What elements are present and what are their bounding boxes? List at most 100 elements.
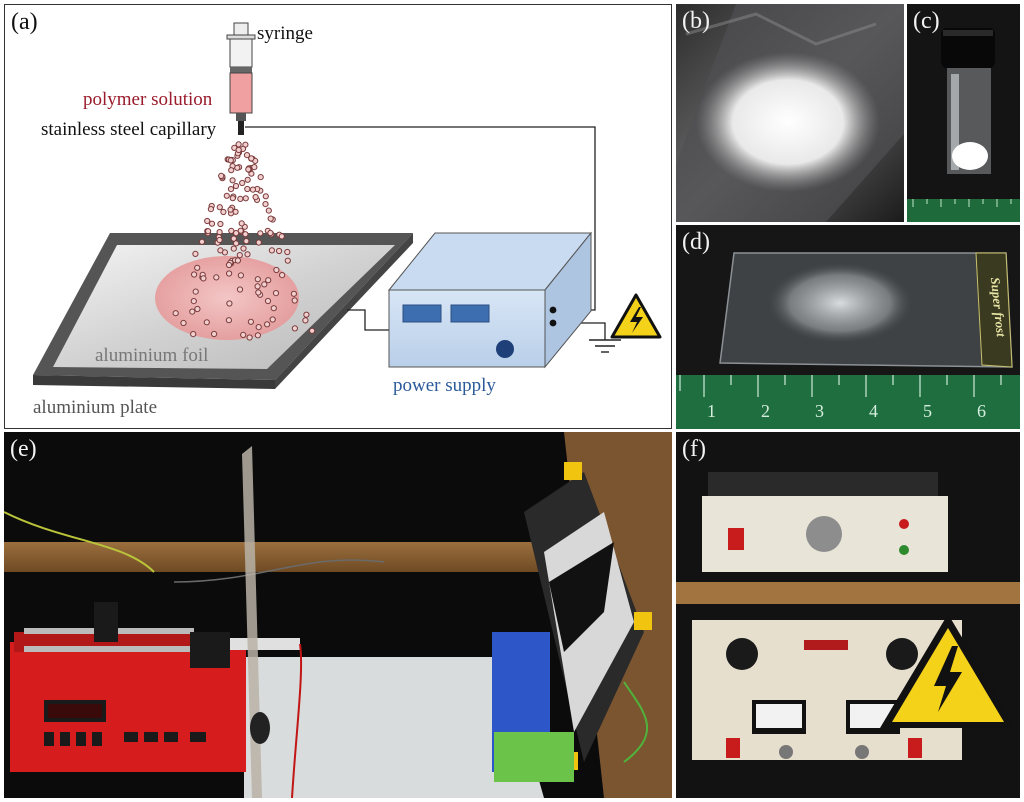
power-knob-icon xyxy=(496,340,514,358)
droplet xyxy=(262,193,269,200)
droplet xyxy=(227,186,235,193)
droplet xyxy=(237,272,244,279)
droplet xyxy=(284,248,291,256)
droplet xyxy=(267,229,274,237)
droplet xyxy=(190,331,197,338)
power-supply-box xyxy=(387,231,593,369)
droplet xyxy=(309,327,316,334)
polymer-solution-label: polymer solution xyxy=(83,89,213,110)
droplet xyxy=(290,290,297,297)
droplet xyxy=(272,290,280,297)
droplet xyxy=(237,227,244,234)
droplet xyxy=(235,146,242,154)
droplet xyxy=(270,305,277,312)
droplet xyxy=(255,324,262,331)
droplet xyxy=(232,208,239,215)
droplet xyxy=(240,245,247,252)
droplet xyxy=(242,231,249,238)
droplet xyxy=(172,310,179,317)
droplet xyxy=(217,220,224,228)
panel-e-photo: (e) xyxy=(4,432,672,798)
droplet xyxy=(180,319,187,327)
droplet xyxy=(254,276,261,283)
droplet xyxy=(248,155,255,162)
droplet xyxy=(273,266,280,274)
droplet xyxy=(226,270,233,277)
aluminium-plate-label: aluminium plate xyxy=(33,397,158,418)
panel-b-label: (b) xyxy=(682,8,710,34)
droplet xyxy=(207,206,214,213)
droplet xyxy=(217,247,224,254)
droplet xyxy=(261,281,268,288)
droplet xyxy=(229,195,236,202)
droplet xyxy=(284,257,291,264)
droplet xyxy=(239,179,246,187)
droplet xyxy=(236,252,243,259)
ruler-number: 3 xyxy=(815,401,824,421)
droplet xyxy=(269,316,276,323)
droplet xyxy=(220,208,227,216)
droplet xyxy=(194,305,201,313)
droplet xyxy=(192,288,199,295)
power-supply-photo xyxy=(676,432,1020,798)
droplet xyxy=(254,283,261,290)
droplet xyxy=(227,157,234,164)
apparatus-photo xyxy=(4,432,672,798)
panel-e-label: (e) xyxy=(10,436,37,462)
droplet xyxy=(227,206,234,213)
droplet xyxy=(216,229,223,236)
ruler-number: 5 xyxy=(923,401,932,421)
droplet xyxy=(216,204,223,211)
panel-f-photo: (f) xyxy=(676,432,1020,798)
droplet xyxy=(233,230,240,237)
droplet xyxy=(251,164,258,171)
droplet xyxy=(204,217,211,225)
droplet xyxy=(229,177,236,184)
high-voltage-warning-icon xyxy=(610,293,662,339)
droplet xyxy=(265,277,272,284)
droplet xyxy=(255,289,262,296)
droplet-spray xyxy=(172,141,316,341)
droplet xyxy=(255,239,262,246)
droplet xyxy=(233,240,240,247)
droplet xyxy=(244,251,251,258)
panel-b-photo: (b) xyxy=(676,4,904,222)
droplet xyxy=(232,182,240,190)
droplet xyxy=(200,275,207,282)
droplet xyxy=(252,194,259,201)
droplet xyxy=(243,238,250,245)
panel-d-photo: Super frost 1 2 3 4 5 6 (d) xyxy=(676,225,1020,429)
droplet xyxy=(276,247,283,255)
droplet xyxy=(226,300,233,307)
droplet xyxy=(278,233,285,240)
droplet xyxy=(205,228,212,235)
capillary-label: stainless steel capillary xyxy=(41,119,217,140)
syringe-pump xyxy=(10,602,246,772)
droplet xyxy=(238,220,245,227)
deposition-spot xyxy=(155,256,299,340)
panel-d-label: (d) xyxy=(682,229,710,255)
droplet xyxy=(291,297,298,304)
ground-icon xyxy=(589,339,621,353)
droplet xyxy=(234,257,241,264)
syringe-label: syringe xyxy=(257,23,313,44)
droplet xyxy=(225,317,232,324)
droplet xyxy=(244,185,251,193)
droplet xyxy=(191,271,198,278)
droplet xyxy=(262,201,269,208)
panel-c-label: (c) xyxy=(913,8,940,34)
droplet xyxy=(234,164,241,171)
droplet xyxy=(230,245,237,252)
droplet xyxy=(264,297,272,305)
droplet xyxy=(246,334,253,341)
droplet xyxy=(303,311,310,318)
droplet xyxy=(268,247,275,254)
droplet xyxy=(257,174,264,181)
droplet xyxy=(242,195,249,202)
droplet xyxy=(198,238,206,245)
droplet xyxy=(213,274,220,281)
droplet xyxy=(254,332,261,339)
droplet xyxy=(218,172,225,179)
droplet xyxy=(228,227,235,234)
droplet xyxy=(264,321,271,328)
